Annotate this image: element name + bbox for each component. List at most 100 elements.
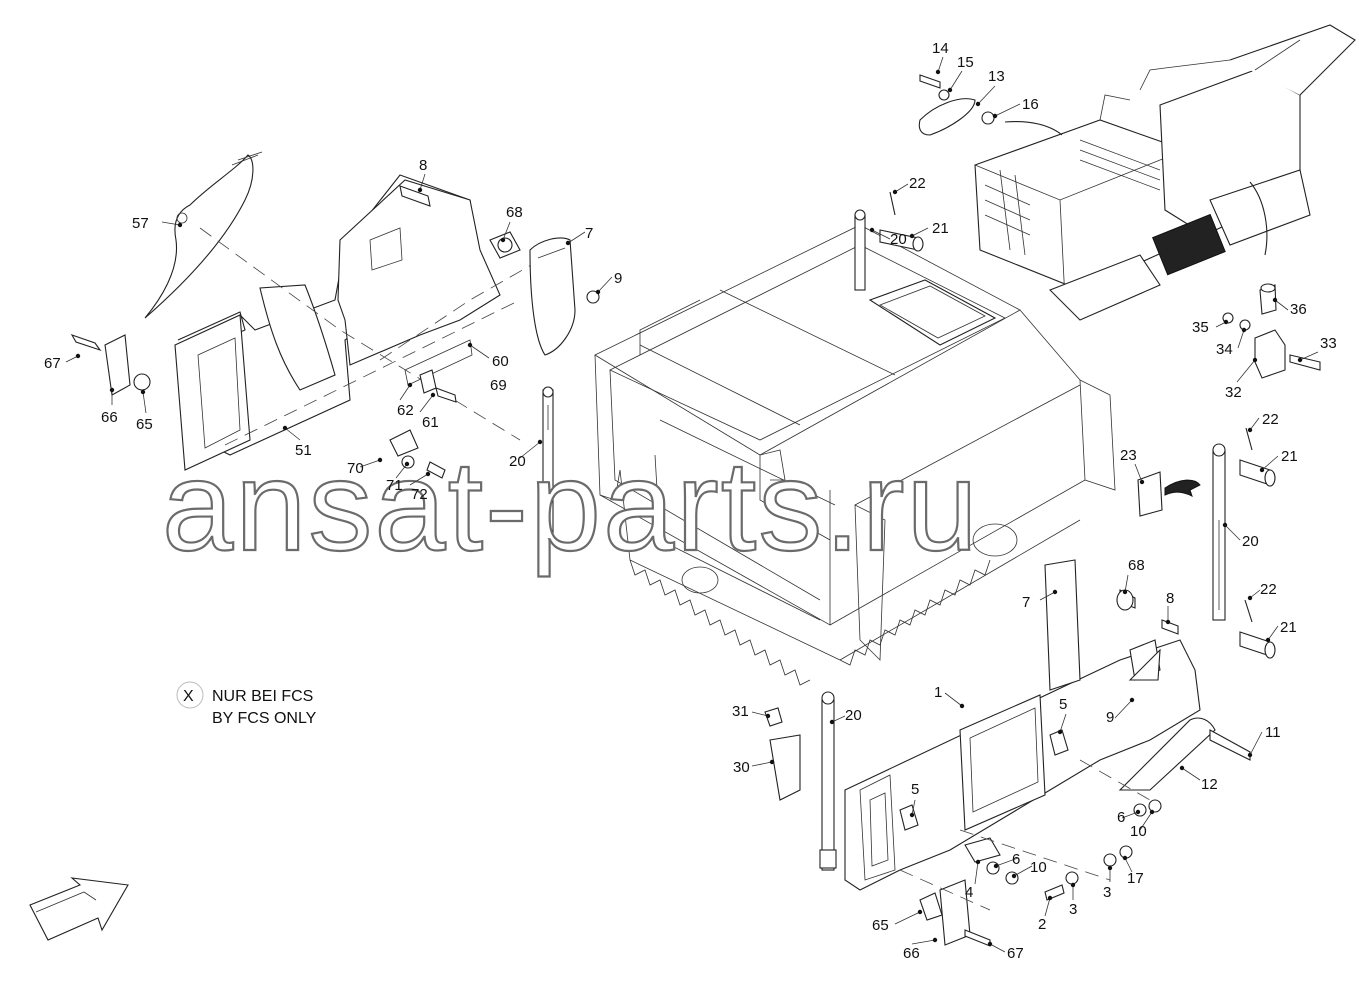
callout-label: 62 xyxy=(397,402,414,419)
callout-label: 21 xyxy=(1281,448,1298,465)
leader-dot xyxy=(1135,809,1141,815)
callout-label: 3 xyxy=(1069,901,1077,918)
leader-line xyxy=(937,56,944,73)
leader-dot xyxy=(1272,297,1278,303)
leader-line xyxy=(751,711,769,717)
hydraulic-cylinders xyxy=(542,209,1226,871)
leader-dot xyxy=(1297,357,1303,363)
direction-arrow-icon xyxy=(29,877,129,941)
leader-dot xyxy=(109,387,115,393)
leader-dot xyxy=(407,382,413,388)
leader-dot xyxy=(975,101,981,107)
leader-dot xyxy=(975,859,981,865)
callout-label: 20 xyxy=(509,453,526,470)
left-side-plate-group xyxy=(70,151,600,479)
leader-line xyxy=(399,384,411,401)
callout-label: 20 xyxy=(845,707,862,724)
leader-dot xyxy=(1265,637,1271,643)
callout-label: 65 xyxy=(136,416,153,433)
leader-line xyxy=(977,85,996,105)
leader-line xyxy=(751,761,773,767)
leader-line xyxy=(419,394,434,413)
leader-line xyxy=(871,229,891,240)
leader-dot xyxy=(1259,467,1265,473)
leader-dot xyxy=(987,941,993,947)
leader-line xyxy=(359,459,381,468)
leader-line xyxy=(974,861,979,885)
leader-line xyxy=(989,943,1006,953)
callout-label: 21 xyxy=(1280,619,1297,636)
leader-line xyxy=(995,857,1019,867)
leader-dot xyxy=(909,812,915,818)
callout-label: 65 xyxy=(872,917,889,934)
machine-overview xyxy=(974,24,1356,321)
leader-line xyxy=(1274,299,1289,311)
callout-label: 31 xyxy=(732,703,749,720)
leader-line xyxy=(409,473,429,486)
leader-dot xyxy=(1247,752,1253,758)
callout-label: 20 xyxy=(1242,533,1259,550)
leader-dot xyxy=(935,69,941,75)
leader-dot xyxy=(467,342,473,348)
leader-line xyxy=(519,441,541,459)
leader-dot xyxy=(1122,589,1128,595)
callout-labels: 14 15 13 16 8 68 7 9 57 22 21 20 36 35 3… xyxy=(44,40,1337,962)
leader-line xyxy=(502,221,511,241)
callout-label: 69 xyxy=(490,377,507,394)
leader-dot xyxy=(1247,427,1253,433)
leader-line xyxy=(469,344,490,359)
leader-line xyxy=(1299,351,1319,361)
watermark-text: ansat-parts.ru xyxy=(162,435,980,578)
callout-label: 16 xyxy=(1022,96,1039,113)
leader-dot xyxy=(992,113,998,119)
leader-line xyxy=(911,799,916,816)
callout-label: 70 xyxy=(347,460,364,477)
callout-label: 67 xyxy=(1007,945,1024,962)
leader-line xyxy=(894,183,909,193)
leader-line xyxy=(1044,897,1051,917)
callout-label: 20 xyxy=(890,231,907,248)
leader-line xyxy=(1121,811,1139,819)
callout-label: 2 xyxy=(1038,916,1046,933)
callout-label: 8 xyxy=(1166,590,1174,607)
callout-label: 17 xyxy=(1127,870,1144,887)
leader-line xyxy=(65,355,79,363)
callout-label: 57 xyxy=(132,215,149,232)
callout-label: 71 xyxy=(386,477,403,494)
callout-label: 6 xyxy=(1012,851,1020,868)
leader-line xyxy=(894,911,921,925)
callout-leaders xyxy=(65,56,1319,953)
leader-dot xyxy=(425,471,431,477)
main-frame xyxy=(594,224,1116,686)
leader-dot xyxy=(769,759,775,765)
leader-dot xyxy=(1011,873,1017,879)
callout-label: 34 xyxy=(1216,341,1233,358)
callout-label: 7 xyxy=(1022,594,1030,611)
callout-label: 35 xyxy=(1192,319,1209,336)
leader-line xyxy=(142,391,147,414)
leader-dot xyxy=(1047,895,1053,901)
leader-dot xyxy=(869,227,875,233)
leader-line xyxy=(1114,699,1133,719)
callout-label: 66 xyxy=(101,409,118,426)
leader-dot xyxy=(1149,809,1155,815)
callout-label: 8 xyxy=(419,157,427,174)
callout-label: 33 xyxy=(1320,335,1337,352)
callout-label: 68 xyxy=(506,204,523,221)
leader-line xyxy=(1013,865,1033,877)
lower-side-plate-group xyxy=(764,559,1251,947)
leader-line xyxy=(1181,767,1201,781)
leader-dot xyxy=(765,713,771,719)
leader-line xyxy=(1267,625,1279,641)
leader-dot xyxy=(140,389,146,395)
leader-dot xyxy=(1139,479,1145,485)
callout-label: 72 xyxy=(411,486,428,503)
callout-label: 21 xyxy=(932,220,949,237)
leader-dot xyxy=(500,237,506,243)
leader-line xyxy=(1059,713,1067,733)
leader-line xyxy=(284,427,301,441)
leader-line xyxy=(1139,811,1153,831)
callout-label: 9 xyxy=(614,270,622,287)
leader-dot xyxy=(1122,855,1128,861)
